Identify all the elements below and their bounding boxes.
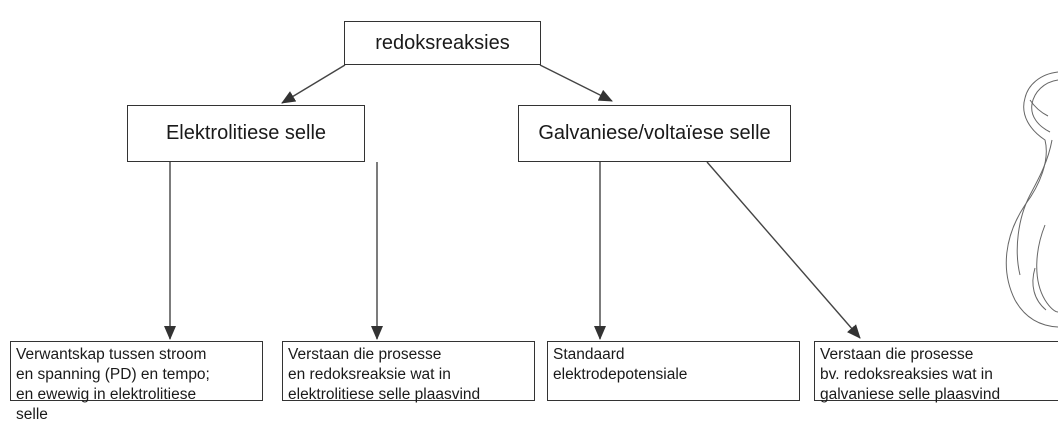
branch-node-galvaniese: Galvaniese/voltaïese selle bbox=[518, 105, 791, 162]
branch-label-galvaniese: Galvaniese/voltaïese selle bbox=[538, 122, 771, 144]
arrow-root-to-galvaniese bbox=[539, 64, 613, 102]
branch-label-elektrolitiese: Elektrolitiese selle bbox=[165, 122, 327, 144]
arrow-galvaniese-to-leaf-4 bbox=[706, 161, 861, 339]
connector-layer bbox=[164, 64, 1058, 340]
leaf-node-standaard-elektrodepotensiale: Standaard elektrodepotensiale bbox=[547, 341, 800, 401]
leaf-node-elektrolitiese-prosesse: Verstaan die prosesse en redoksreaksie w… bbox=[282, 341, 535, 403]
arrow-root-to-elektrolitiese bbox=[281, 64, 346, 104]
branch-node-elektrolitiese: Elektrolitiese selle bbox=[127, 105, 365, 162]
root-label: redoksreaksies bbox=[375, 31, 510, 54]
root-node: redoksreaksies bbox=[344, 21, 541, 65]
concept-map: redoksreaksies Elektrolitiese selle Galv… bbox=[10, 21, 1058, 423]
leaf-node-galvaniese-prosesse: Verstaan die prosesse bv. redoksreaksies… bbox=[814, 341, 1058, 403]
hand-drawing-sketch bbox=[1005, 71, 1058, 328]
leaf-node-verwantskap: Verwantskap tussen stroom en spanning (P… bbox=[10, 341, 263, 423]
